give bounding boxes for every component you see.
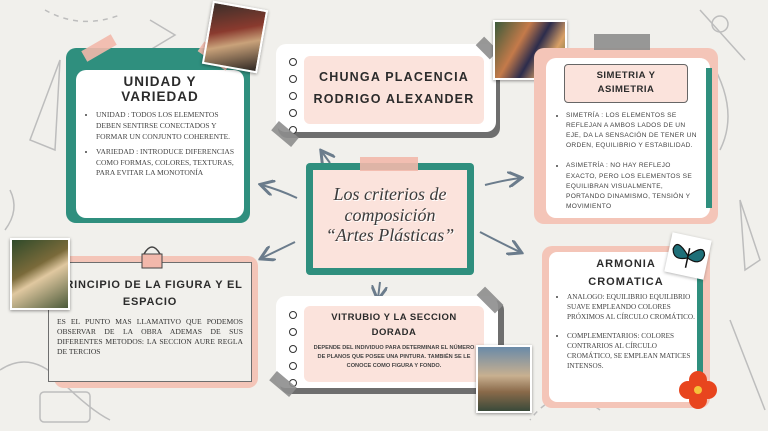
principio-card: PRINCIPIO DE LA FIGURA Y EL ESPACIO ES E… (48, 262, 252, 382)
unidad-title: UNIDAD Y VARIEDAD (121, 74, 199, 104)
armonia-title: ARMONIA CROMATICA (588, 258, 664, 288)
center-title-line2: composición (344, 204, 436, 225)
simetria-card: SIMETRIA Y ASIMETRIA SIMETRÍA : LOS ELEM… (546, 58, 710, 218)
flower-icon (676, 368, 720, 412)
teal-accent (697, 262, 703, 394)
teal-accent (706, 68, 712, 208)
vitrubio-content-box: VITRUBIO Y LA SECCION DORADA DEPENDE DEL… (304, 306, 484, 382)
simetria-title: SIMETRIA Y ASIMETRIA (596, 70, 656, 96)
butterfly-icon (664, 232, 712, 280)
principio-title: PRINCIPIO DE LA FIGURA Y EL ESPACIO (57, 279, 243, 309)
simetria-item: ASIMETRÍA : NO HAY REFLEJO EXACTO, PERO … (566, 161, 698, 212)
center-title-line3: “Artes Plásticas” (325, 225, 455, 246)
principio-text: ES EL PUNTO MAS LLAMATIVO QUE PODEMOS OB… (57, 317, 243, 356)
notebook-rings (289, 311, 297, 396)
vitrubio-text: DEPENDE DEL INDIVIDUO PARA DETERMINAR EL… (313, 345, 475, 369)
artwork-image (201, 0, 269, 74)
simetria-item: SIMETRÍA : LOS ELEMENTOS SE REFLEJAN A A… (566, 111, 698, 152)
artwork-image (476, 345, 532, 413)
artwork-image (10, 238, 70, 310)
armonia-item: COMPLEMENTARIOS: COLORES CONTRARIOS AL C… (567, 332, 697, 371)
simetria-title-box: SIMETRIA Y ASIMETRIA (564, 64, 688, 103)
armonia-item: ANALOGO: EQUILIBRIO EQUILIBRIO SUAVE EMP… (567, 293, 697, 322)
center-card: Los criterios de composición “Artes Plás… (313, 170, 467, 268)
vitrubio-title: VITRUBIO Y LA SECCION DORADA (331, 312, 457, 339)
notebook-rings (289, 58, 297, 143)
armonia-card: ARMONIA CROMATICA ANALOGO: EQUILIBRIO EQ… (549, 252, 703, 402)
author-name-box: CHUNGA PLACENCIA RODRIGO ALEXANDER (304, 56, 484, 124)
unidad-item: UNIDAD : TODOS LOS ELEMENTOS DEBEN SENTI… (96, 110, 236, 143)
unidad-item: VARIEDAD : INTRODUCE DIFERENCIAS COMO FO… (96, 147, 236, 180)
binder-clip-icon (140, 240, 164, 269)
center-title-line1: Los criterios de (333, 184, 447, 204)
author-name-line1: CHUNGA PLACENCIA (319, 70, 469, 84)
tape (594, 34, 650, 50)
unidad-card: UNIDAD Y VARIEDAD UNIDAD : TODOS LOS ELE… (76, 70, 244, 218)
author-name-line2: RODRIGO ALEXANDER (313, 92, 475, 106)
tape (360, 157, 418, 171)
